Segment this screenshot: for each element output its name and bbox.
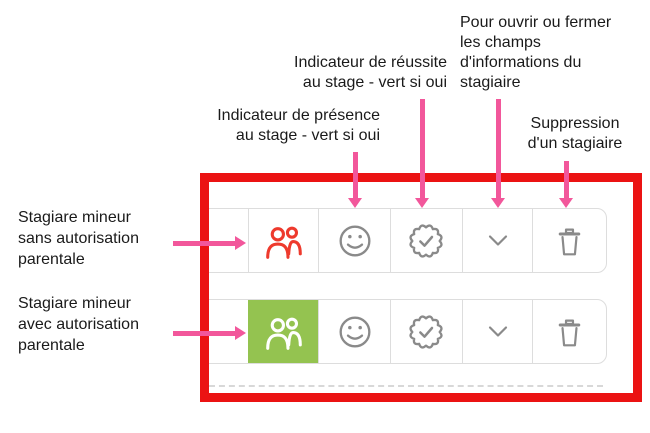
chevron-down-icon <box>488 326 507 337</box>
trainee-row-without-authorization <box>200 208 607 273</box>
expand-details-button[interactable] <box>461 300 533 363</box>
people-status-button-authorized[interactable] <box>247 300 319 363</box>
chevron-down-icon <box>488 235 507 246</box>
people-icon <box>265 226 302 259</box>
badge-check-icon <box>409 223 443 258</box>
dashed-separator <box>209 385 603 387</box>
arrow-to-presence-icon <box>348 152 362 208</box>
delete-trainee-button[interactable] <box>532 209 606 272</box>
smiley-icon <box>339 224 371 257</box>
trainee-row-with-authorization <box>200 299 607 364</box>
people-status-button[interactable] <box>247 209 319 272</box>
trash-icon <box>558 228 581 255</box>
delete-trainee-button[interactable] <box>532 300 606 363</box>
success-indicator-button[interactable] <box>390 300 462 363</box>
people-icon <box>265 317 302 350</box>
smiley-icon <box>339 315 371 348</box>
annotation-minor-without-authorization: Stagiare mineur sans autorisation parent… <box>18 209 139 268</box>
presence-indicator-button[interactable] <box>318 300 390 363</box>
arrow-to-red-people-icon <box>173 236 246 250</box>
success-indicator-button[interactable] <box>390 209 462 272</box>
presence-indicator-button[interactable] <box>318 209 390 272</box>
trash-icon <box>558 319 581 346</box>
annotation-success-indicator: Indicateur de réussite au stage - vert s… <box>294 54 447 91</box>
annotation-open-close-fields: Pour ouvrir ou fermer les champs d'infor… <box>460 14 612 91</box>
annotation-delete-trainee: Suppression d'un stagiaire <box>527 115 623 152</box>
badge-check-icon <box>409 314 443 349</box>
arrow-to-chevron-icon <box>491 99 505 208</box>
arrow-to-green-people-icon <box>173 326 246 340</box>
expand-details-button[interactable] <box>461 209 533 272</box>
annotation-minor-with-authorization: Stagiare mineur avec autorisation parent… <box>18 295 139 354</box>
arrow-to-trash-icon <box>559 161 573 208</box>
arrow-to-success-icon <box>415 99 429 208</box>
annotation-presence-indicator: Indicateur de présence au stage - vert s… <box>217 107 380 144</box>
